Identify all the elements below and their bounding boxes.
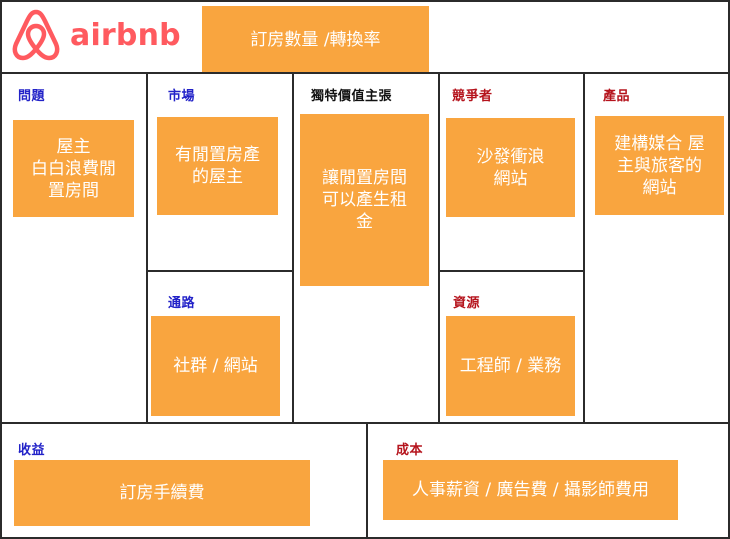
revenue-sticky-note: 訂房手續費 xyxy=(14,460,310,526)
problem-text: 屋主 白白浪費閒 置房間 xyxy=(31,136,116,201)
channels-label: 通路 xyxy=(168,296,196,311)
resources-text: 工程師 / 業務 xyxy=(459,356,562,376)
competitor-text: 沙發衝浪 網站 xyxy=(476,146,545,189)
brand-logo: airbnb xyxy=(10,6,181,64)
market-label: 市場 xyxy=(168,89,196,104)
product-text: 建構媒合 屋 主與旅客的 網站 xyxy=(614,133,705,198)
market-text: 有閒置房產 的屋主 xyxy=(175,145,260,187)
cost-sticky-note: 人事薪資 / 廣告費 / 攝影師費用 xyxy=(383,460,678,520)
channels-text: 社群 / 網站 xyxy=(173,356,258,376)
competitor-label: 競爭者 xyxy=(452,89,493,104)
cost-text: 人事薪資 / 廣告費 / 攝影師費用 xyxy=(411,480,650,500)
metric-sticky-note: 訂房數量 /轉換率 xyxy=(202,6,429,74)
uvp-label: 獨特價值主張 xyxy=(311,89,393,104)
airbnb-belo-icon xyxy=(12,9,60,61)
uvp-text: 讓閒置房間 可以產生租 金 xyxy=(322,168,407,232)
resources-sticky-note: 工程師 / 業務 xyxy=(446,316,575,416)
product-label: 產品 xyxy=(603,89,631,104)
revenue-label: 收益 xyxy=(18,443,46,458)
channels-sticky-note: 社群 / 網站 xyxy=(151,316,280,416)
metric-text: 訂房數量 /轉換率 xyxy=(250,30,381,50)
problem-sticky-note: 屋主 白白浪費閒 置房間 xyxy=(13,120,134,217)
uvp-sticky-note: 讓閒置房間 可以產生租 金 xyxy=(300,114,429,286)
cost-label: 成本 xyxy=(396,443,424,458)
market-sticky-note: 有閒置房產 的屋主 xyxy=(157,117,278,215)
problem-label: 問題 xyxy=(18,89,46,104)
resources-label: 資源 xyxy=(453,296,481,311)
revenue-text: 訂房手續費 xyxy=(119,483,205,503)
brand-name: airbnb xyxy=(70,17,181,53)
product-sticky-note: 建構媒合 屋 主與旅客的 網站 xyxy=(595,116,724,215)
competitor-sticky-note: 沙發衝浪 網站 xyxy=(446,118,575,217)
